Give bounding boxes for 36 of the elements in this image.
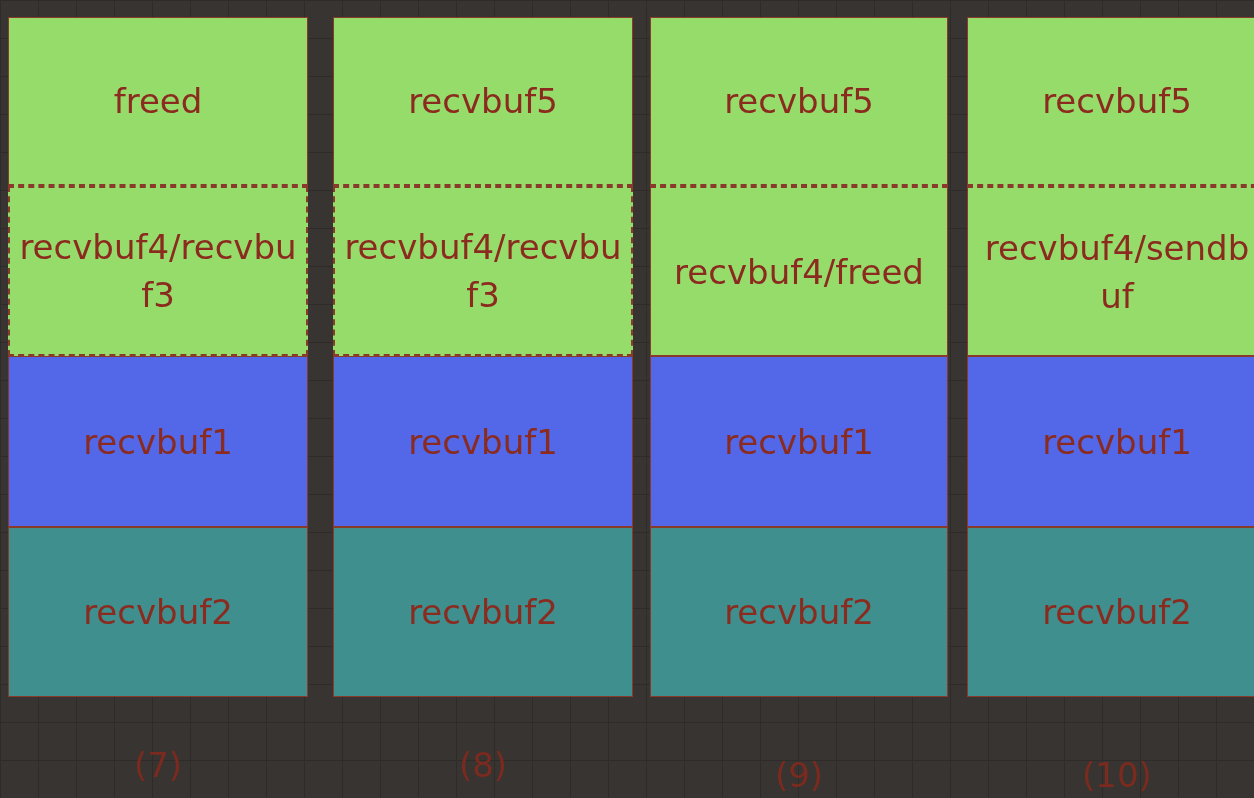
memory-block (8, 356, 308, 527)
block-label: recvbuf1 (407, 420, 559, 464)
memory-block (967, 356, 1254, 527)
block-label: recvbuf2 (1041, 591, 1193, 634)
step-number: (10) (1081, 755, 1153, 795)
block-label: recvbuf2 (407, 591, 559, 634)
block-label: freed (112, 80, 204, 123)
step-number: (7) (132, 745, 184, 785)
block-label: recvbuf5 (723, 80, 875, 123)
memory-block (650, 17, 948, 186)
memory-block (967, 527, 1254, 697)
block-label: recvbuf4/recvbuf3 (343, 226, 623, 317)
step-number: (8) (457, 745, 509, 785)
memory-block (333, 527, 633, 697)
block-label: recvbuf4/sendbuf (983, 226, 1251, 318)
block-label: recvbuf5 (407, 80, 559, 123)
memory-block (650, 527, 948, 697)
block-label: recvbuf1 (723, 420, 875, 464)
block-label: recvbuf4/freed (673, 250, 925, 294)
memory-block (650, 356, 948, 527)
block-label: recvbuf5 (1041, 80, 1193, 123)
memory-block (333, 186, 633, 356)
block-label: recvbuf4/recvbuf3 (18, 226, 298, 317)
block-label: recvbuf1 (1041, 420, 1193, 464)
block-label: recvbuf1 (82, 420, 234, 464)
memory-block (8, 527, 308, 697)
step-number: (9) (773, 755, 825, 795)
memory-block (333, 356, 633, 527)
memory-block (8, 17, 308, 186)
memory-block (8, 186, 308, 356)
memory-block (333, 17, 633, 186)
block-label: recvbuf2 (723, 591, 875, 634)
block-label: recvbuf2 (82, 591, 234, 634)
memory-block (967, 17, 1254, 186)
memory-block (967, 186, 1254, 356)
memory-block (650, 186, 948, 356)
